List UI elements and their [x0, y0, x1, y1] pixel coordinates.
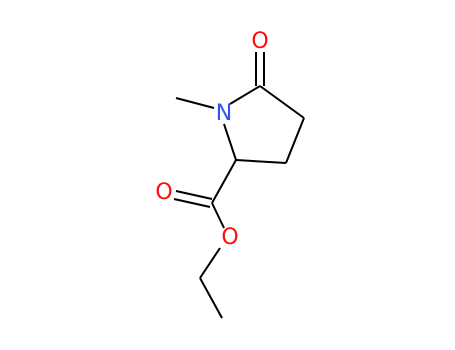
atom-n-ring: N	[216, 101, 232, 126]
bond-c3-c2	[235, 159, 287, 164]
bond-ccarboxyl-o-b	[173, 198, 211, 208]
bond-c2-ccarboxyl	[211, 159, 237, 204]
bond-n-c5	[229, 85, 261, 105]
bond-c4-c3	[285, 117, 305, 164]
bond-ccarboxyl-o-a	[175, 190, 213, 200]
atom-o-carbonyl: O	[155, 180, 172, 205]
bond-c5-c4	[259, 85, 305, 119]
bond-ch2-ch3	[199, 277, 223, 319]
atom-label-group: O N O O	[155, 29, 268, 250]
bond-ccarboxyl-o-ester	[211, 202, 225, 229]
bond-group	[173, 52, 305, 319]
atom-o-ester: O	[221, 225, 238, 250]
atom-o-keto: O	[251, 29, 268, 54]
bond-n-methyl	[175, 97, 215, 109]
bond-n-c2	[223, 123, 237, 161]
bond-o-ch2	[199, 247, 221, 279]
